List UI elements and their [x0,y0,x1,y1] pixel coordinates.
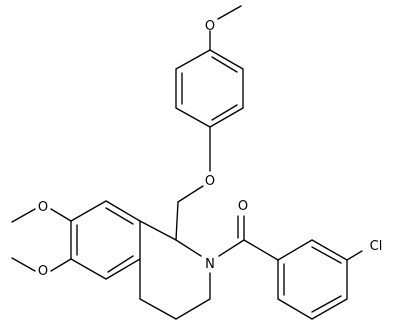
methoxy-group-top [209,5,242,51]
atom-label-n-ring: N [205,257,215,272]
tetrahydroisoquinoline-ring [139,220,211,320]
atom-label-o-methoxy-6: O [38,264,48,279]
atom-label-o-methoxy-7: O [38,200,48,215]
atom-label-o-methoxy-phenyl: O [205,19,215,34]
methoxyphenyl-ring [175,49,244,128]
atom-label-o-ether: O [205,174,215,189]
methoxy-group-7 [11,208,72,223]
dimethoxybenzene-ring [70,200,141,300]
methoxy-group-6 [11,257,72,272]
atom-label-o-carbonyl: O [238,199,248,214]
ether-linker [175,126,211,241]
atom-label-cl: Cl [370,239,383,254]
chlorophenyl-ring [277,239,363,320]
carbonyl-group [218,215,279,261]
